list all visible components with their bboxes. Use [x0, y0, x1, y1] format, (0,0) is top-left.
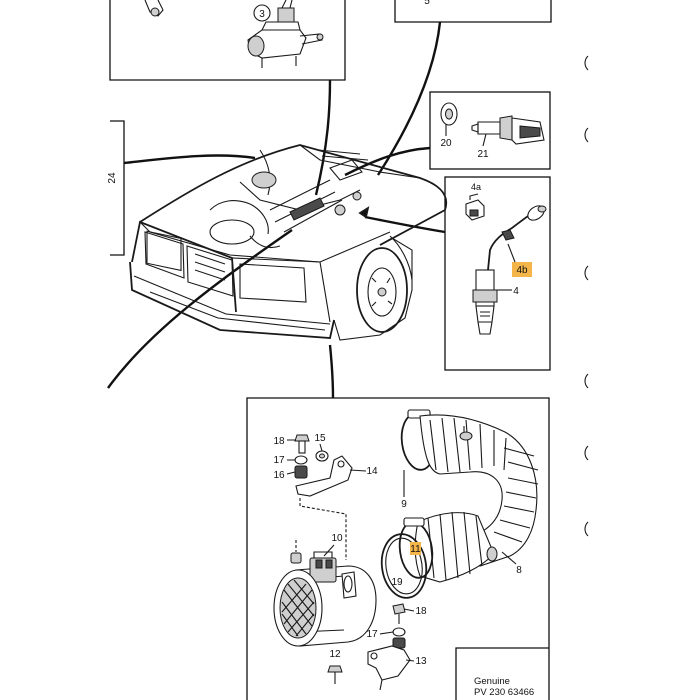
part-18-bolt-top	[294, 434, 310, 454]
callout-4a-label: 4a	[471, 182, 481, 192]
frame-top-left	[109, 0, 346, 81]
callout-9-label: 9	[401, 499, 407, 510]
callout-12-label: 12	[329, 649, 341, 660]
callout-11-label: 11	[410, 544, 421, 555]
callout-18-bottom-label: 18	[415, 606, 427, 617]
part-14-bracket	[295, 455, 353, 497]
part-19-ring	[380, 533, 428, 599]
callout-17-bottom-label: 17	[366, 629, 378, 640]
part-3-valve	[144, 0, 324, 68]
part-12-screw	[327, 665, 343, 684]
frame-genuine-box	[455, 647, 549, 700]
callout-17-top-label: 17	[273, 455, 285, 466]
leader-lines	[107, 21, 446, 399]
callout-24-label: 24	[107, 172, 118, 184]
callout-3: 3	[253, 4, 271, 22]
callout-19-label: 19	[391, 577, 403, 588]
callout-8-label: 8	[516, 565, 522, 576]
callout-11: 11	[410, 542, 421, 555]
frame-left-partial	[110, 120, 125, 256]
frame-sensor-box	[429, 91, 551, 170]
part-13-bracket	[367, 645, 411, 691]
callout-3-label: 3	[259, 9, 265, 20]
frame-lambda-box	[444, 176, 551, 371]
part-21-sensor	[471, 115, 545, 145]
genuine-part-label: Genuine PV 230 63466	[474, 676, 534, 698]
part-16-grommet	[294, 465, 308, 479]
callout-13-label: 13	[415, 656, 427, 667]
callout-21-label: 21	[477, 149, 489, 160]
car-illustration	[129, 144, 448, 341]
part-15-nut	[315, 450, 329, 462]
callout-10-label: 10	[331, 533, 343, 544]
part-18-bolt-bottom	[392, 603, 406, 624]
callout-16-label: 16	[273, 470, 285, 481]
part-17-washer-bottom	[392, 627, 406, 649]
genuine-line: Genuine	[474, 676, 510, 687]
part-17-washer-top	[294, 455, 308, 465]
part-20-washer	[440, 102, 458, 126]
part-8-air-hose	[419, 414, 539, 567]
callout-4b-label: 4b	[516, 265, 528, 276]
callout-18-top-label: 18	[273, 436, 285, 447]
callout-4-label: 4	[513, 286, 519, 297]
callout-4b: 4b	[507, 243, 532, 277]
part-11-clamp	[398, 517, 434, 579]
part-10-airflow-meter	[273, 551, 377, 647]
part-4-sensor	[472, 205, 547, 335]
part-4a-bracket	[465, 193, 485, 221]
frame-top-right	[394, 0, 552, 23]
callout-5-label: 5	[424, 0, 430, 7]
callout-20-label: 20	[440, 138, 452, 149]
callout-14-label: 14	[366, 466, 378, 477]
frame-airflow-box	[246, 397, 550, 700]
callout-15-label: 15	[314, 433, 326, 444]
edge-marks	[584, 55, 589, 537]
part-number: PV 230 63466	[474, 687, 535, 698]
